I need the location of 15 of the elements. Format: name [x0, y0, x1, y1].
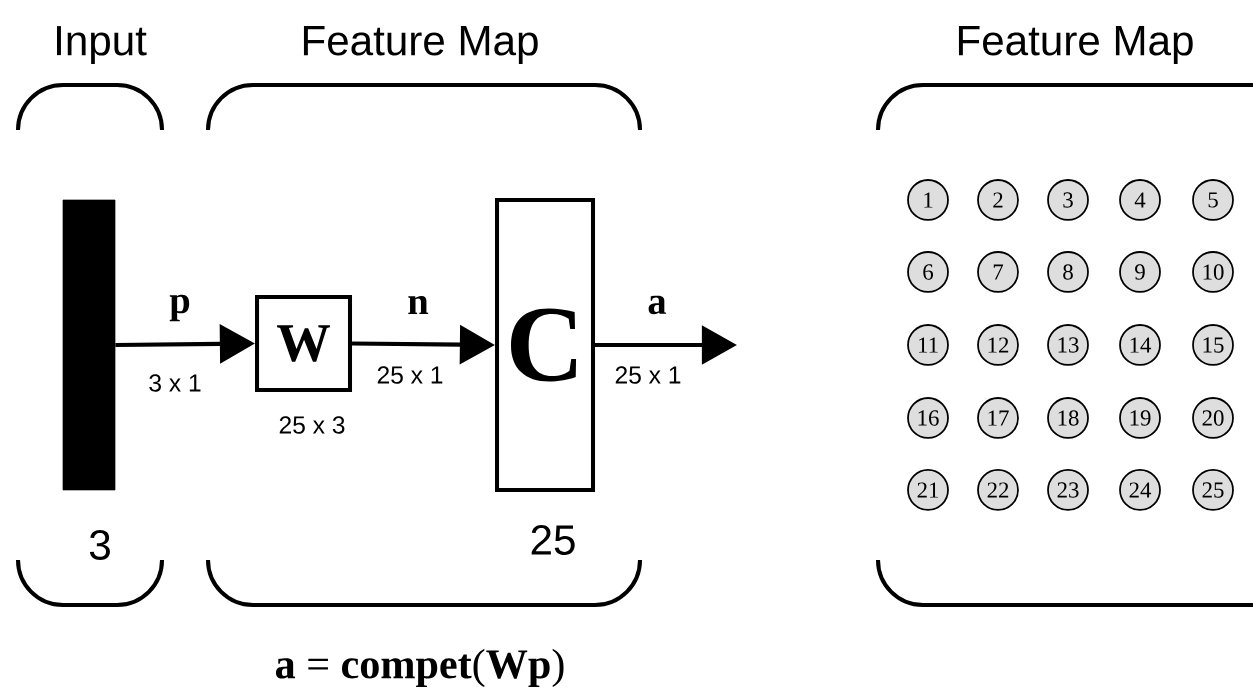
group-title: Feature Map — [958, 26, 1193, 64]
edge-label: p — [169, 294, 190, 322]
size-label: 3 x 1 — [149, 374, 201, 392]
group-title: Input — [57, 26, 147, 64]
size-label: 3 — [89, 530, 110, 560]
formula-caption: a = compet(Wp) — [275, 648, 564, 688]
size-label: 25 x 1 — [615, 366, 681, 384]
edge-label: n — [408, 295, 429, 315]
size-label: 25 x 3 — [279, 416, 345, 434]
layer-box: C — [495, 198, 595, 492]
weight-box: W — [255, 295, 352, 392]
group-title: Feature Map — [303, 26, 538, 64]
edge-label: a — [648, 295, 667, 315]
size-label: 25 x 1 — [377, 366, 443, 384]
size-label: 25 — [531, 525, 575, 555]
